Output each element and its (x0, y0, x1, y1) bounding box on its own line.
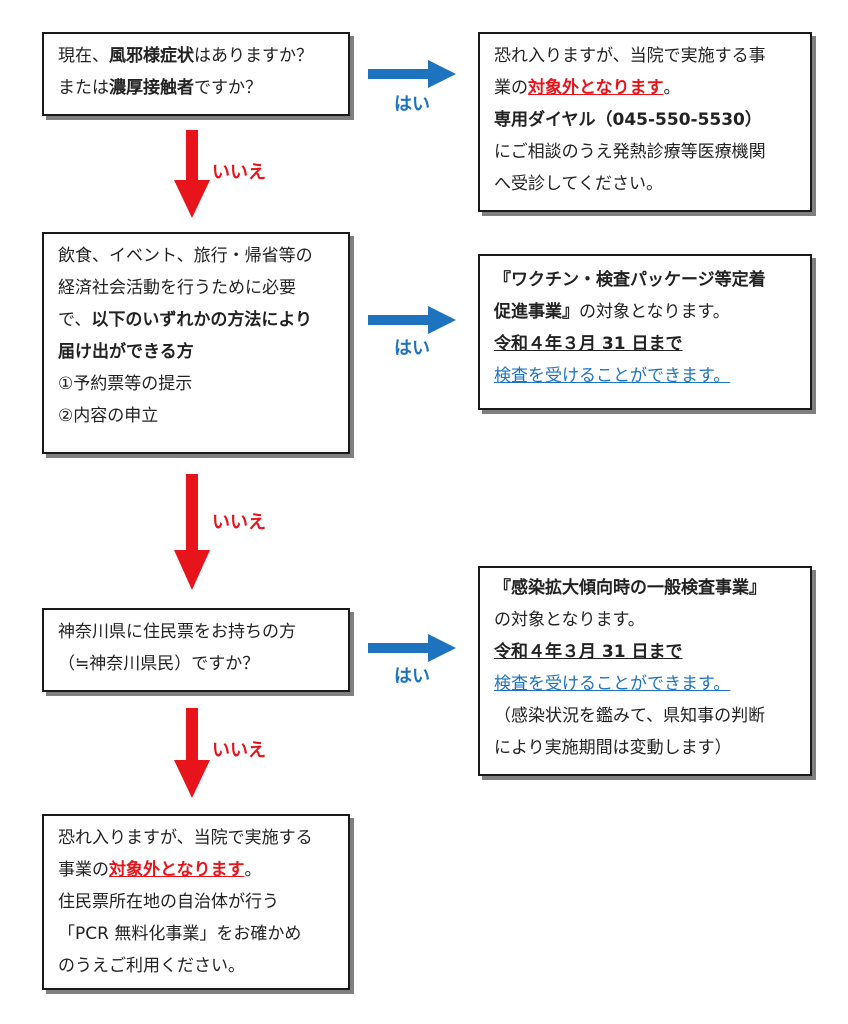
q1-line2: または濃厚接触者ですか？ (58, 72, 334, 104)
q1-text: または (58, 78, 109, 98)
yes-label-2: はい (394, 338, 430, 359)
r2-text: の対象となります。 (579, 302, 730, 322)
no-arrow-3 (174, 708, 210, 798)
r1-line2: 業の対象外となります。 (494, 72, 796, 104)
q1-text: はありますか？ (194, 46, 313, 66)
q2-option-1: ①予約票等の提示 (58, 374, 193, 394)
r4-line3: 住民票所在地の自治体が行う (58, 892, 279, 912)
question-1-box: 現在、風邪様症状はありますか？ または濃厚接触者ですか？ (42, 32, 350, 116)
r1-text: 業の (494, 78, 528, 98)
r4-line2: 事業の対象外となります。 (58, 854, 334, 886)
r1-line1: 恐れ入りますが、当院で実施する事 (494, 46, 766, 66)
yes-arrow-2 (368, 306, 456, 334)
r3-line2: の対象となります。 (494, 610, 645, 630)
result-3-box: 『感染拡大傾向時の一般検査事業』 の対象となります。 令和４年３月 31 日まで… (478, 566, 812, 776)
r3-note-2: により実施期間は変動します） (494, 738, 732, 758)
r4-text: 事業の (58, 860, 109, 880)
r2-line2: 促進事業』の対象となります。 (494, 296, 796, 328)
r1-line5: へ受診してください。 (494, 174, 663, 194)
no-label-2: いいえ (212, 512, 266, 533)
q2-line3: で、以下のいずれかの方法により (58, 304, 334, 336)
q1-line1: 現在、風邪様症状はありますか？ (58, 40, 334, 72)
yes-label-3: はい (394, 666, 430, 687)
r4-not-eligible: 対象外となります (109, 860, 245, 880)
r2-emph: 促進事業』 (494, 302, 579, 322)
r3-date: 令和４年３月 31 日まで (494, 642, 683, 662)
no-label-3: いいえ (212, 740, 266, 761)
r1-line4: にご相談のうえ発熱診療等医療機関 (494, 142, 766, 162)
r3-line1: 『感染拡大傾向時の一般検査事業』 (494, 578, 766, 598)
question-3-box: 神奈川県に住民票をお持ちの方 （≒神奈川県民）ですか？ (42, 608, 350, 692)
q3-line1: 神奈川県に住民票をお持ちの方 (58, 622, 296, 642)
r1-text: 。 (663, 78, 681, 98)
r3-note-1: （感染状況を鑑みて、県知事の判断 (494, 706, 766, 726)
q2-emph: 以下のいずれかの方法により (91, 310, 312, 330)
r2-date: 令和４年３月 31 日まで (494, 334, 683, 354)
r4-line4: 「PCR 無料化事業」をお確かめ (58, 924, 302, 944)
q2-text: で、 (58, 310, 92, 330)
r4-line5: のうえご利用ください。 (58, 956, 245, 976)
no-arrow-2 (174, 474, 210, 590)
r4-line1: 恐れ入りますが、当院で実施する (58, 828, 313, 848)
result-4-box: 恐れ入りますが、当院で実施する 事業の対象外となります。 住民票所在地の自治体が… (42, 814, 350, 990)
no-label-1: いいえ (212, 162, 266, 183)
r4-text: 。 (244, 860, 262, 880)
r2-line1: 『ワクチン・検査パッケージ等定着 (494, 270, 766, 290)
r3-available: 検査を受けることができます。 (494, 674, 731, 694)
q2-option-2: ②内容の申立 (58, 406, 159, 426)
result-1-box: 恐れ入りますが、当院で実施する事 業の対象外となります。 専用ダイヤル（045-… (478, 32, 812, 212)
result-2-box: 『ワクチン・検査パッケージ等定着 促進事業』の対象となります。 令和４年３月 3… (478, 254, 812, 410)
q1-text: 現在、 (58, 46, 109, 66)
r1-dial: 専用ダイヤル（045-550-5530） (494, 110, 762, 130)
no-arrow-1 (174, 130, 210, 218)
r2-available: 検査を受けることができます。 (494, 366, 731, 386)
yes-arrow-1 (368, 60, 456, 88)
q1-text: ですか？ (194, 78, 262, 98)
q1-emph: 濃厚接触者 (109, 78, 194, 98)
q2-line4: 届け出ができる方 (58, 342, 194, 362)
q1-emph: 風邪様症状 (109, 46, 194, 66)
question-2-box: 飲食、イベント、旅行・帰省等の 経済社会活動を行うために必要 で、以下のいずれか… (42, 232, 350, 454)
r1-not-eligible: 対象外となります (528, 78, 664, 98)
q2-line1: 飲食、イベント、旅行・帰省等の (58, 246, 313, 266)
q2-line2: 経済社会活動を行うために必要 (58, 278, 296, 298)
q3-line2: （≒神奈川県民）ですか？ (58, 654, 260, 674)
yes-label-1: はい (394, 94, 430, 115)
yes-arrow-3 (368, 634, 456, 662)
